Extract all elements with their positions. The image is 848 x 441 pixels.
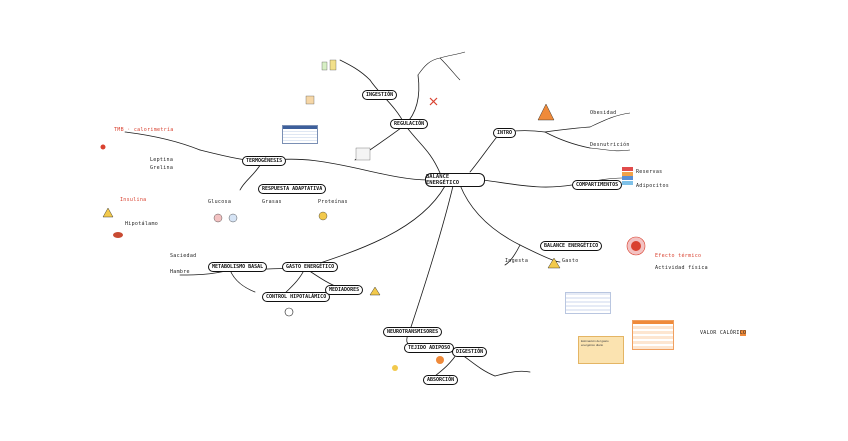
leaf-obesidad: Obesidad (590, 111, 616, 116)
compartment-stack-image (622, 167, 633, 189)
branch-digestion[interactable]: DIGESTIÓN (452, 347, 487, 357)
food-table-image (282, 125, 318, 144)
sticky-note-text: Estimación del gasto energético diario (579, 337, 623, 349)
leaf-grelina: Grelina (150, 166, 173, 171)
branch-termogenesis[interactable]: TERMOGÉNESIS (242, 156, 286, 166)
branch-control[interactable]: CONTROL HIPOTALÁMICO (262, 292, 330, 302)
branch-intro[interactable]: INTRO (493, 128, 516, 138)
leaf-reservas: Reservas (636, 170, 662, 175)
branch-metabolismo[interactable]: METABOLISMO BASAL (208, 262, 267, 272)
leaf-adipocitos: Adipocitos (636, 184, 669, 189)
branch-compartimentos[interactable]: COMPARTIMENTOS (572, 180, 622, 190)
energy-table-image (632, 320, 674, 350)
leaf-ingesta: Ingesta (505, 259, 528, 264)
branch-mediadores[interactable]: MEDIADORES (325, 285, 363, 295)
branch-absorcion[interactable]: ABSORCIÓN (423, 375, 458, 385)
branch-respuesta[interactable]: RESPUESTA ADAPTATIVA (258, 184, 326, 194)
leaf-hambre: Hambre (170, 270, 190, 275)
leaf-actividad: Actividad física (655, 266, 708, 271)
branch-regulacion[interactable]: REGULACIÓN (390, 119, 428, 129)
leaf-proteinas: Proteínas (318, 200, 348, 205)
leaf-tmb: TMB · calorimetría (114, 128, 174, 133)
leaf-insulina: Insulina (120, 198, 146, 203)
branch-ingestion[interactable]: INGESTIÓN (362, 90, 397, 100)
branch-tejido[interactable]: TEJIDO ADIPOSO (404, 343, 454, 353)
leaf-leptina: Leptina (150, 158, 173, 163)
branch-neurotransmisores[interactable]: NEUROTRANSMISORES (383, 327, 442, 337)
branch-gasto[interactable]: GASTO ENERGÉTICO (282, 262, 338, 272)
leaf-desnutricion: Desnutrición (590, 143, 630, 148)
leaf-glucosa: Glucosa (208, 200, 231, 205)
leaf-gasto: Gasto (562, 259, 579, 264)
data-table-image (565, 292, 611, 314)
leaf-valor-calorico: VALOR CALÓRICO (700, 331, 746, 336)
leaf-hipotalamo: Hipotálamo (125, 222, 158, 227)
leaf-efecto-termico: Efecto térmico (655, 254, 701, 259)
leaf-saciedad: Saciedad (170, 254, 196, 259)
sticky-note: Estimación del gasto energético diario (578, 336, 624, 364)
branch-balance[interactable]: BALANCE ENERGÉTICO (540, 241, 602, 251)
central-topic[interactable]: BALANCE ENERGÉTICO (425, 173, 485, 187)
leaf-grasas: Grasas (262, 200, 282, 205)
